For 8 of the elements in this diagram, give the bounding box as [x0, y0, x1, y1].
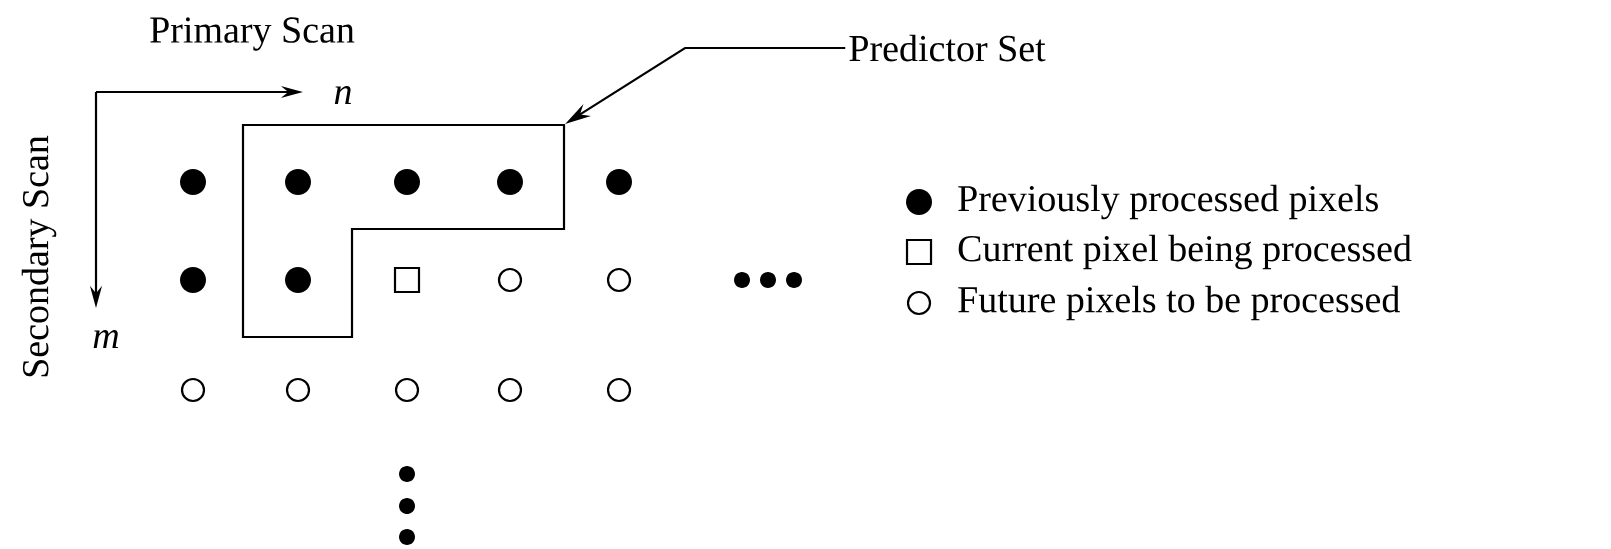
predictor-outline — [241, 123, 566, 339]
legend-text: Future pixels to be processed — [958, 285, 1400, 321]
axis-variable: m — [93, 330, 119, 348]
axis-label: Primary Scan — [150, 17, 355, 51]
axis-label: Secondary Scan — [21, 135, 57, 377]
legend-text: Current pixel being processed — [958, 234, 1412, 270]
legend-text: Previously processed pixels — [958, 184, 1378, 220]
callout-label: Predictor Set — [849, 34, 1046, 62]
